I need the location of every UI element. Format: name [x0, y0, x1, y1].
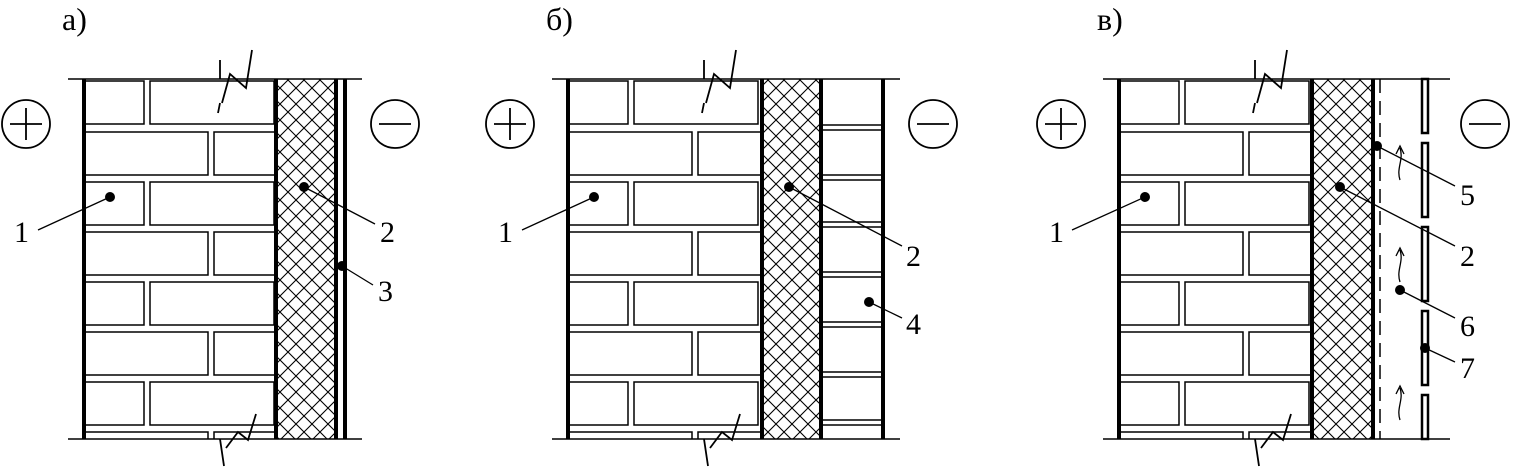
- cold-side-sign: [370, 99, 420, 149]
- brick-masonry: [84, 80, 275, 439]
- brick: [633, 381, 759, 426]
- brick-facing: [821, 124, 883, 426]
- brick: [84, 381, 145, 426]
- insulation-layer: [1312, 79, 1373, 439]
- panel-label-a: а): [62, 1, 87, 37]
- warm-side-sign: [1, 99, 51, 149]
- callout-6: 6: [1460, 310, 1475, 343]
- brick: [568, 431, 693, 439]
- panel-b: б): [485, 1, 958, 467]
- brick: [213, 331, 275, 376]
- panel-label-b: б): [546, 1, 573, 37]
- brick: [1184, 381, 1310, 426]
- brick: [1119, 231, 1244, 276]
- brick: [149, 181, 275, 226]
- brick: [633, 181, 759, 226]
- brick-masonry: [568, 80, 761, 439]
- callout-2: 2: [906, 240, 921, 273]
- panel-a: а) 1 2 3: [1, 1, 420, 467]
- insulation-layer: [276, 79, 336, 439]
- brick: [633, 281, 759, 326]
- facing-panels: [1420, 77, 1430, 441]
- brick: [568, 331, 693, 376]
- brick: [1248, 131, 1311, 176]
- brick: [213, 131, 275, 176]
- callout-7: 7: [1460, 352, 1475, 385]
- brick-masonry: [1119, 80, 1311, 439]
- brick: [149, 281, 275, 326]
- brick: [568, 80, 629, 125]
- brick: [568, 181, 629, 226]
- brick: [84, 331, 209, 376]
- callout-1: 1: [498, 216, 513, 249]
- insulation-layer: [762, 79, 821, 439]
- brick: [1248, 331, 1311, 376]
- callout-2: 2: [380, 216, 395, 249]
- brick: [1248, 231, 1311, 276]
- warm-side-sign: [485, 99, 535, 149]
- callout-5: 5: [1460, 179, 1475, 212]
- brick: [1119, 281, 1180, 326]
- brick: [568, 131, 693, 176]
- brick: [149, 80, 275, 125]
- brick: [1119, 80, 1180, 125]
- brick: [84, 231, 209, 276]
- brick: [84, 131, 209, 176]
- brick: [568, 381, 629, 426]
- callout-1: 1: [1049, 216, 1064, 249]
- brick: [1119, 331, 1244, 376]
- brick: [1119, 431, 1244, 439]
- brick: [1119, 381, 1180, 426]
- brick: [213, 231, 275, 276]
- brick: [84, 431, 209, 439]
- brick: [1119, 131, 1244, 176]
- brick: [1184, 181, 1310, 226]
- brick: [84, 80, 145, 125]
- brick: [1184, 281, 1310, 326]
- callout-3: 3: [378, 275, 393, 308]
- panel-c: в): [1036, 1, 1510, 467]
- cold-side-sign: [1460, 99, 1510, 149]
- panel-label-c: в): [1097, 1, 1123, 37]
- callout-1: 1: [14, 216, 29, 249]
- callout-2: 2: [1460, 240, 1475, 273]
- brick: [1184, 80, 1310, 125]
- brick: [84, 181, 145, 226]
- air-flow-arrows: [1395, 144, 1405, 421]
- cold-side-sign: [908, 99, 958, 149]
- callout-4: 4: [906, 308, 921, 341]
- brick: [633, 80, 759, 125]
- warm-side-sign: [1036, 99, 1086, 149]
- brick: [1119, 181, 1180, 226]
- brick: [84, 281, 145, 326]
- brick: [568, 281, 629, 326]
- brick: [568, 231, 693, 276]
